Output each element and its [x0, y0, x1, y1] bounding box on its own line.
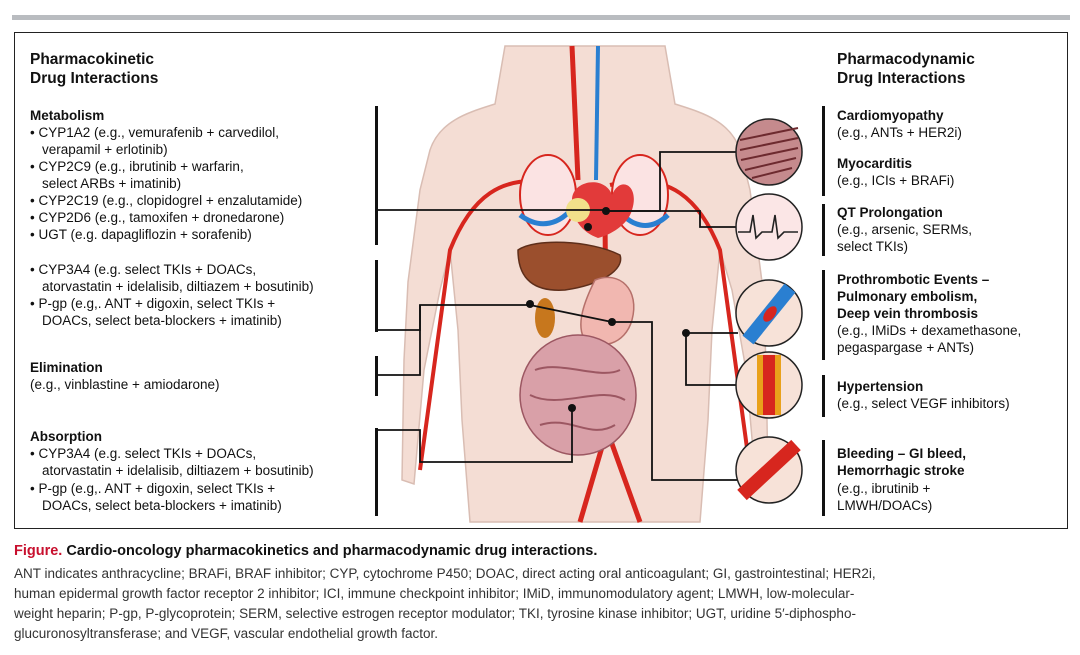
- qt-example: select TKIs): [837, 239, 909, 254]
- figure-title: Cardio-oncology pharmacokinetics and pha…: [66, 543, 598, 559]
- pk-heading-line1: Pharmacokinetic: [30, 51, 155, 68]
- liver: [517, 241, 622, 291]
- hypertension-bracket: [822, 375, 825, 417]
- cardiac-bracket: [822, 106, 825, 196]
- heart-dot-2: [584, 223, 592, 231]
- pk-heading-line2: Drug Interactions: [30, 70, 159, 87]
- bleeding-title: Hemorrhagic stroke: [837, 463, 965, 478]
- caption-line: glucuronosyltransferase; and VEGF, vascu…: [14, 626, 438, 641]
- stomach: [580, 276, 635, 346]
- prothrombotic-bracket: [822, 270, 825, 360]
- intestine-folds: [529, 366, 626, 431]
- pd-heading-line1: Pharmacodynamic: [837, 51, 975, 68]
- prothrombotic-title: Pulmonary embolism,: [837, 289, 978, 304]
- intestines: [519, 334, 637, 456]
- absorption-title: Absorption: [30, 429, 102, 444]
- cyp3a4-bracket: [375, 260, 378, 332]
- hypertension-example: (e.g., select VEGF inhibitors): [837, 396, 1010, 411]
- metabolism-bracket: [375, 106, 378, 245]
- right-connectors: [606, 151, 738, 481]
- absorption-item: atorvastatin + idelalisib, diltiazem + b…: [42, 463, 314, 478]
- myocarditis-title: Myocarditis: [837, 156, 913, 171]
- qt-title: QT Prolongation: [837, 205, 943, 220]
- left-connectors: [378, 209, 613, 463]
- cyp3a4-item: • CYP3A4 (e.g. select TKIs + DOACs,: [30, 262, 257, 277]
- absorption-item: • P-gp (e.g,. ANT + digoxin, select TKIs…: [30, 481, 276, 496]
- figure-caption-title: Figure. Cardio-oncology pharmacokinetics…: [14, 543, 597, 559]
- prothrombotic-title: Prothrombotic Events –: [837, 272, 990, 287]
- liver-dot: [526, 300, 534, 308]
- cyp3a4-item: atorvastatin + idelalisib, diltiazem + b…: [42, 279, 314, 294]
- qt-bracket: [822, 204, 825, 256]
- kidney: [535, 298, 555, 338]
- cyp3a4-item: DOACs, select beta-blockers + imatinib): [42, 313, 282, 328]
- elimination-title: Elimination: [30, 360, 103, 375]
- metabolism-item: • CYP2C9 (e.g., ibrutinib + warfarin,: [30, 159, 244, 174]
- caption-line: ANT indicates anthracycline; BRAFi, BRAF…: [14, 566, 876, 581]
- left-arm-artery: [418, 179, 561, 471]
- metabolism-item: • CYP2C19 (e.g., clopidogrel + enzalutam…: [30, 193, 303, 208]
- bleeding-bracket: [822, 440, 825, 516]
- cardiomyopathy-title: Cardiomyopathy: [837, 108, 944, 123]
- caption-line: human epidermal growth factor receptor 2…: [14, 586, 855, 601]
- qt-ecg-icon: [735, 193, 803, 261]
- metabolism-item: select ARBs + imatinib): [42, 176, 182, 191]
- jugular-vein: [594, 45, 600, 181]
- carotid-artery: [569, 45, 581, 181]
- prothrombotic-title: Deep vein thrombosis: [837, 306, 979, 321]
- caption-line: weight heparin; P-gp, P-glycoprotein; SE…: [14, 606, 856, 621]
- figure-label: Figure.: [14, 543, 63, 559]
- cyp3a4-item: • P-gp (e.g,. ANT + digoxin, select TKIs…: [30, 296, 276, 311]
- metabolism-item: verapamil + erlotinib): [42, 142, 168, 157]
- metabolism-item: • UGT (e.g. dapagliflozin + sorafenib): [30, 227, 252, 242]
- cardiomyopathy-example: (e.g., ANTs + HER2i): [837, 125, 962, 140]
- myocarditis-example: (e.g., ICIs + BRAFi): [837, 173, 955, 188]
- bleeding-example: LMWH/DOACs): [837, 498, 933, 513]
- qt-example: (e.g., arsenic, SERMs,: [837, 222, 973, 237]
- metabolism-item: • CYP1A2 (e.g., vemurafenib + carvedilol…: [30, 125, 279, 140]
- prothrombotic-example: (e.g., IMiDs + dexamethasone,: [837, 323, 1022, 338]
- bleeding-title: Bleeding – GI bleed,: [837, 446, 967, 461]
- absorption-item: • CYP3A4 (e.g. select TKIs + DOACs,: [30, 446, 257, 461]
- absorption-item: DOACs, select beta-blockers + imatinib): [42, 498, 282, 513]
- pd-heading-line2: Drug Interactions: [837, 70, 966, 87]
- elimination-bracket: [375, 356, 378, 396]
- elimination-example: (e.g., vinblastine + amiodarone): [30, 377, 220, 392]
- metabolism-item: • CYP2D6 (e.g., tamoxifen + dronedarone): [30, 210, 285, 225]
- bleeding-example: (e.g., ibrutinib +: [837, 481, 931, 496]
- absorption-bracket: [375, 428, 378, 516]
- prothrombotic-example: pegaspargase + ANTs): [837, 340, 974, 355]
- metabolism-title: Metabolism: [30, 108, 105, 123]
- hypertension-title: Hypertension: [837, 379, 924, 394]
- top-divider: [12, 15, 1070, 20]
- figure-frame: [14, 32, 1068, 529]
